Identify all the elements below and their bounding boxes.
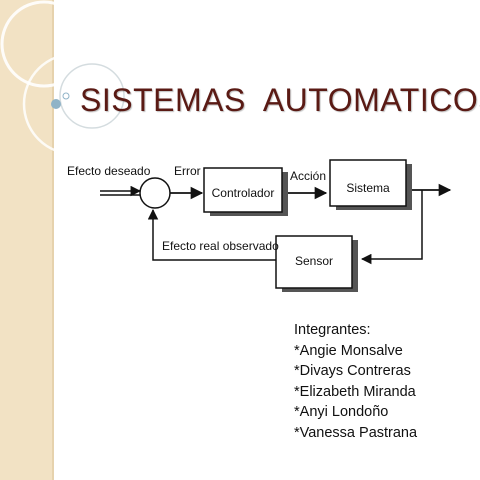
team-heading: Integrantes: (294, 322, 371, 338)
page-title: SISTEMAS AUTOMATICOS (80, 82, 480, 118)
input-line (100, 185, 142, 197)
sidebar-edge (52, 0, 54, 480)
desired-effect-label: Efecto deseado (67, 164, 151, 178)
team-member: *Elizabeth Miranda (294, 383, 416, 400)
team-member: *Divays Contreras (294, 363, 411, 379)
action-label: Acción (290, 169, 326, 183)
team-member: *Vanessa Pastrana (294, 424, 418, 441)
error-label: Error (174, 164, 201, 178)
team-member: *Angie Monsalve (294, 342, 403, 359)
bullet-dot (51, 99, 61, 109)
controller-block (203, 167, 283, 213)
decorative-circles (0, 0, 126, 156)
team-list: Integrantes: *Angie Monsalve *Divays Con… (294, 320, 417, 443)
sensor-label: Sensor (295, 254, 333, 268)
controller-label: Controlador (212, 186, 275, 200)
team-member: *Anyi Londoño (294, 404, 389, 420)
feedback-to-sensor (360, 190, 423, 265)
feedback-label: Efecto real observado (162, 239, 279, 253)
summing-junction (139, 177, 171, 209)
system-label: Sistema (346, 181, 390, 195)
sidebar-band (0, 0, 52, 480)
system-block (329, 159, 407, 207)
feedback-to-junction (147, 208, 276, 261)
sensor-block (275, 235, 353, 289)
